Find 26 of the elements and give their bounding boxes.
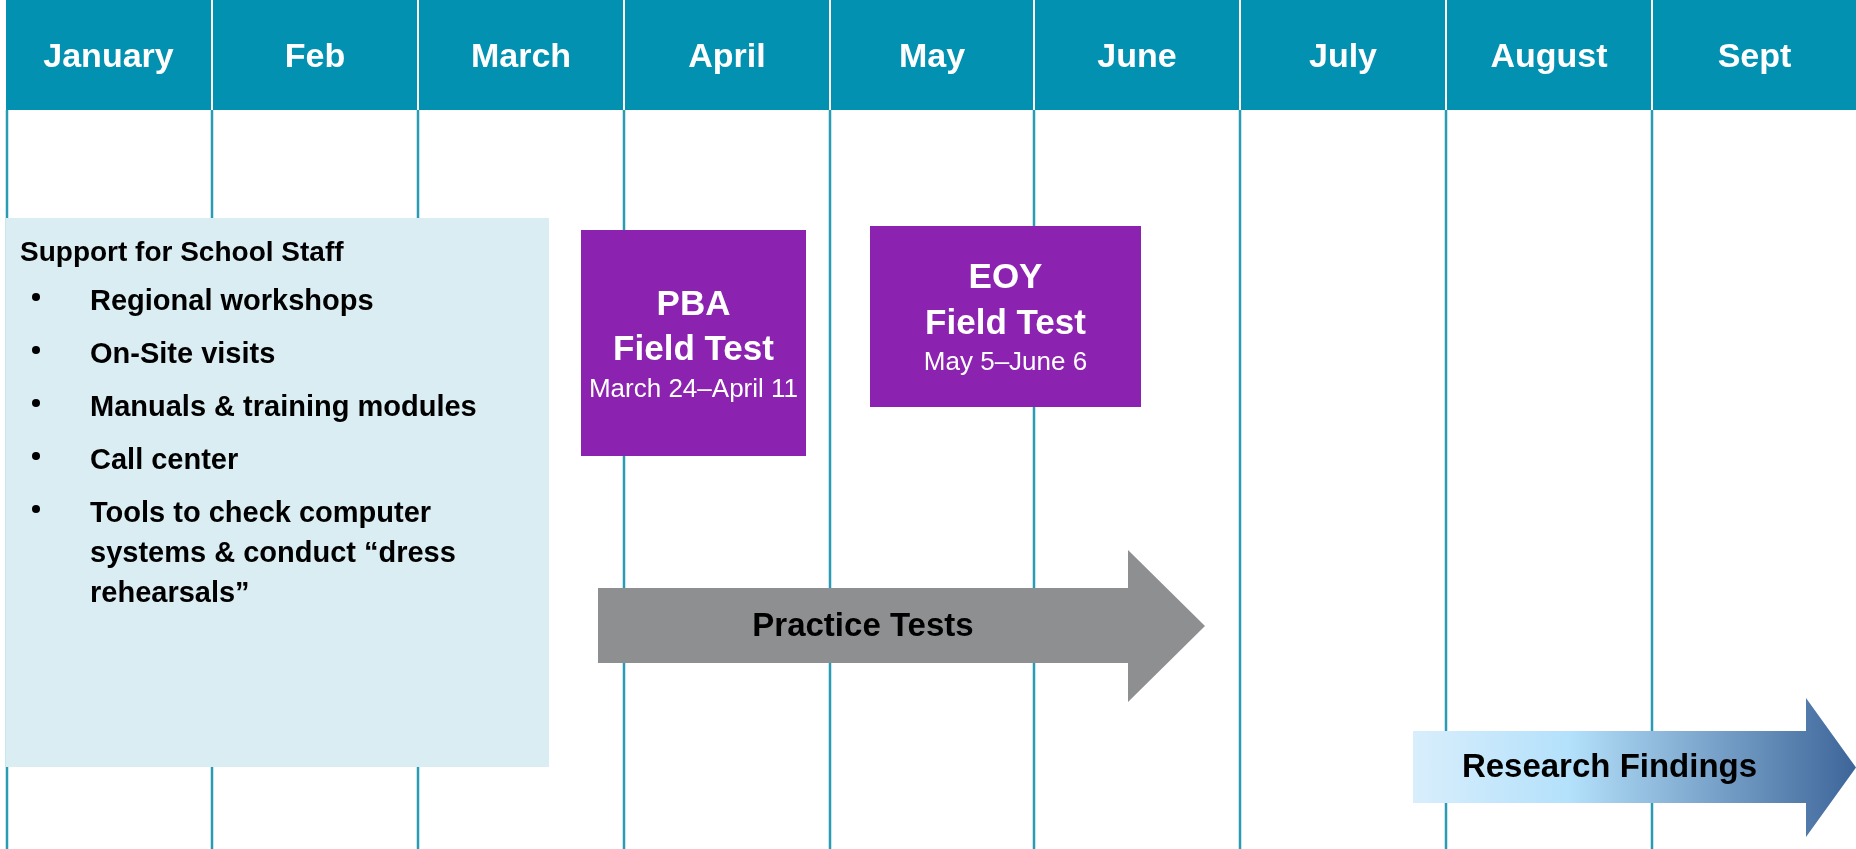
bullet-text: Manuals & training modules: [90, 389, 477, 425]
event-box: [870, 226, 1141, 407]
event-title: Field Test: [924, 300, 1087, 343]
event-title: PBA: [655, 281, 732, 324]
arrow-label: Research Findings: [1460, 747, 1759, 785]
info-panel: [6, 218, 549, 767]
month-header: June: [1035, 0, 1239, 110]
bullet-text: On-Site visits: [90, 336, 276, 371]
month-header: Feb: [213, 0, 417, 110]
event-box: [581, 230, 806, 456]
event-dates: May 5–June 6: [922, 345, 1089, 379]
panel-heading: Support for School Staff: [20, 236, 345, 268]
event-title: EOY: [967, 255, 1044, 298]
month-header: April: [625, 0, 829, 110]
month-header: March: [419, 0, 623, 110]
month-header: Sept: [1653, 0, 1856, 110]
month-header: January: [6, 0, 211, 110]
bullet-text: Call center: [90, 442, 239, 478]
event-dates: March 24–April 11: [587, 371, 800, 405]
bullet-text: Tools to check computer systems & conduct “dress rehearsals”: [90, 495, 457, 611]
arrow-label: Practice Tests: [751, 605, 975, 644]
event-title: Field Test: [612, 327, 775, 370]
bullet-text: Regional workshops: [90, 283, 374, 318]
month-header: August: [1447, 0, 1651, 110]
month-header: May: [831, 0, 1033, 110]
month-header: July: [1241, 0, 1445, 110]
